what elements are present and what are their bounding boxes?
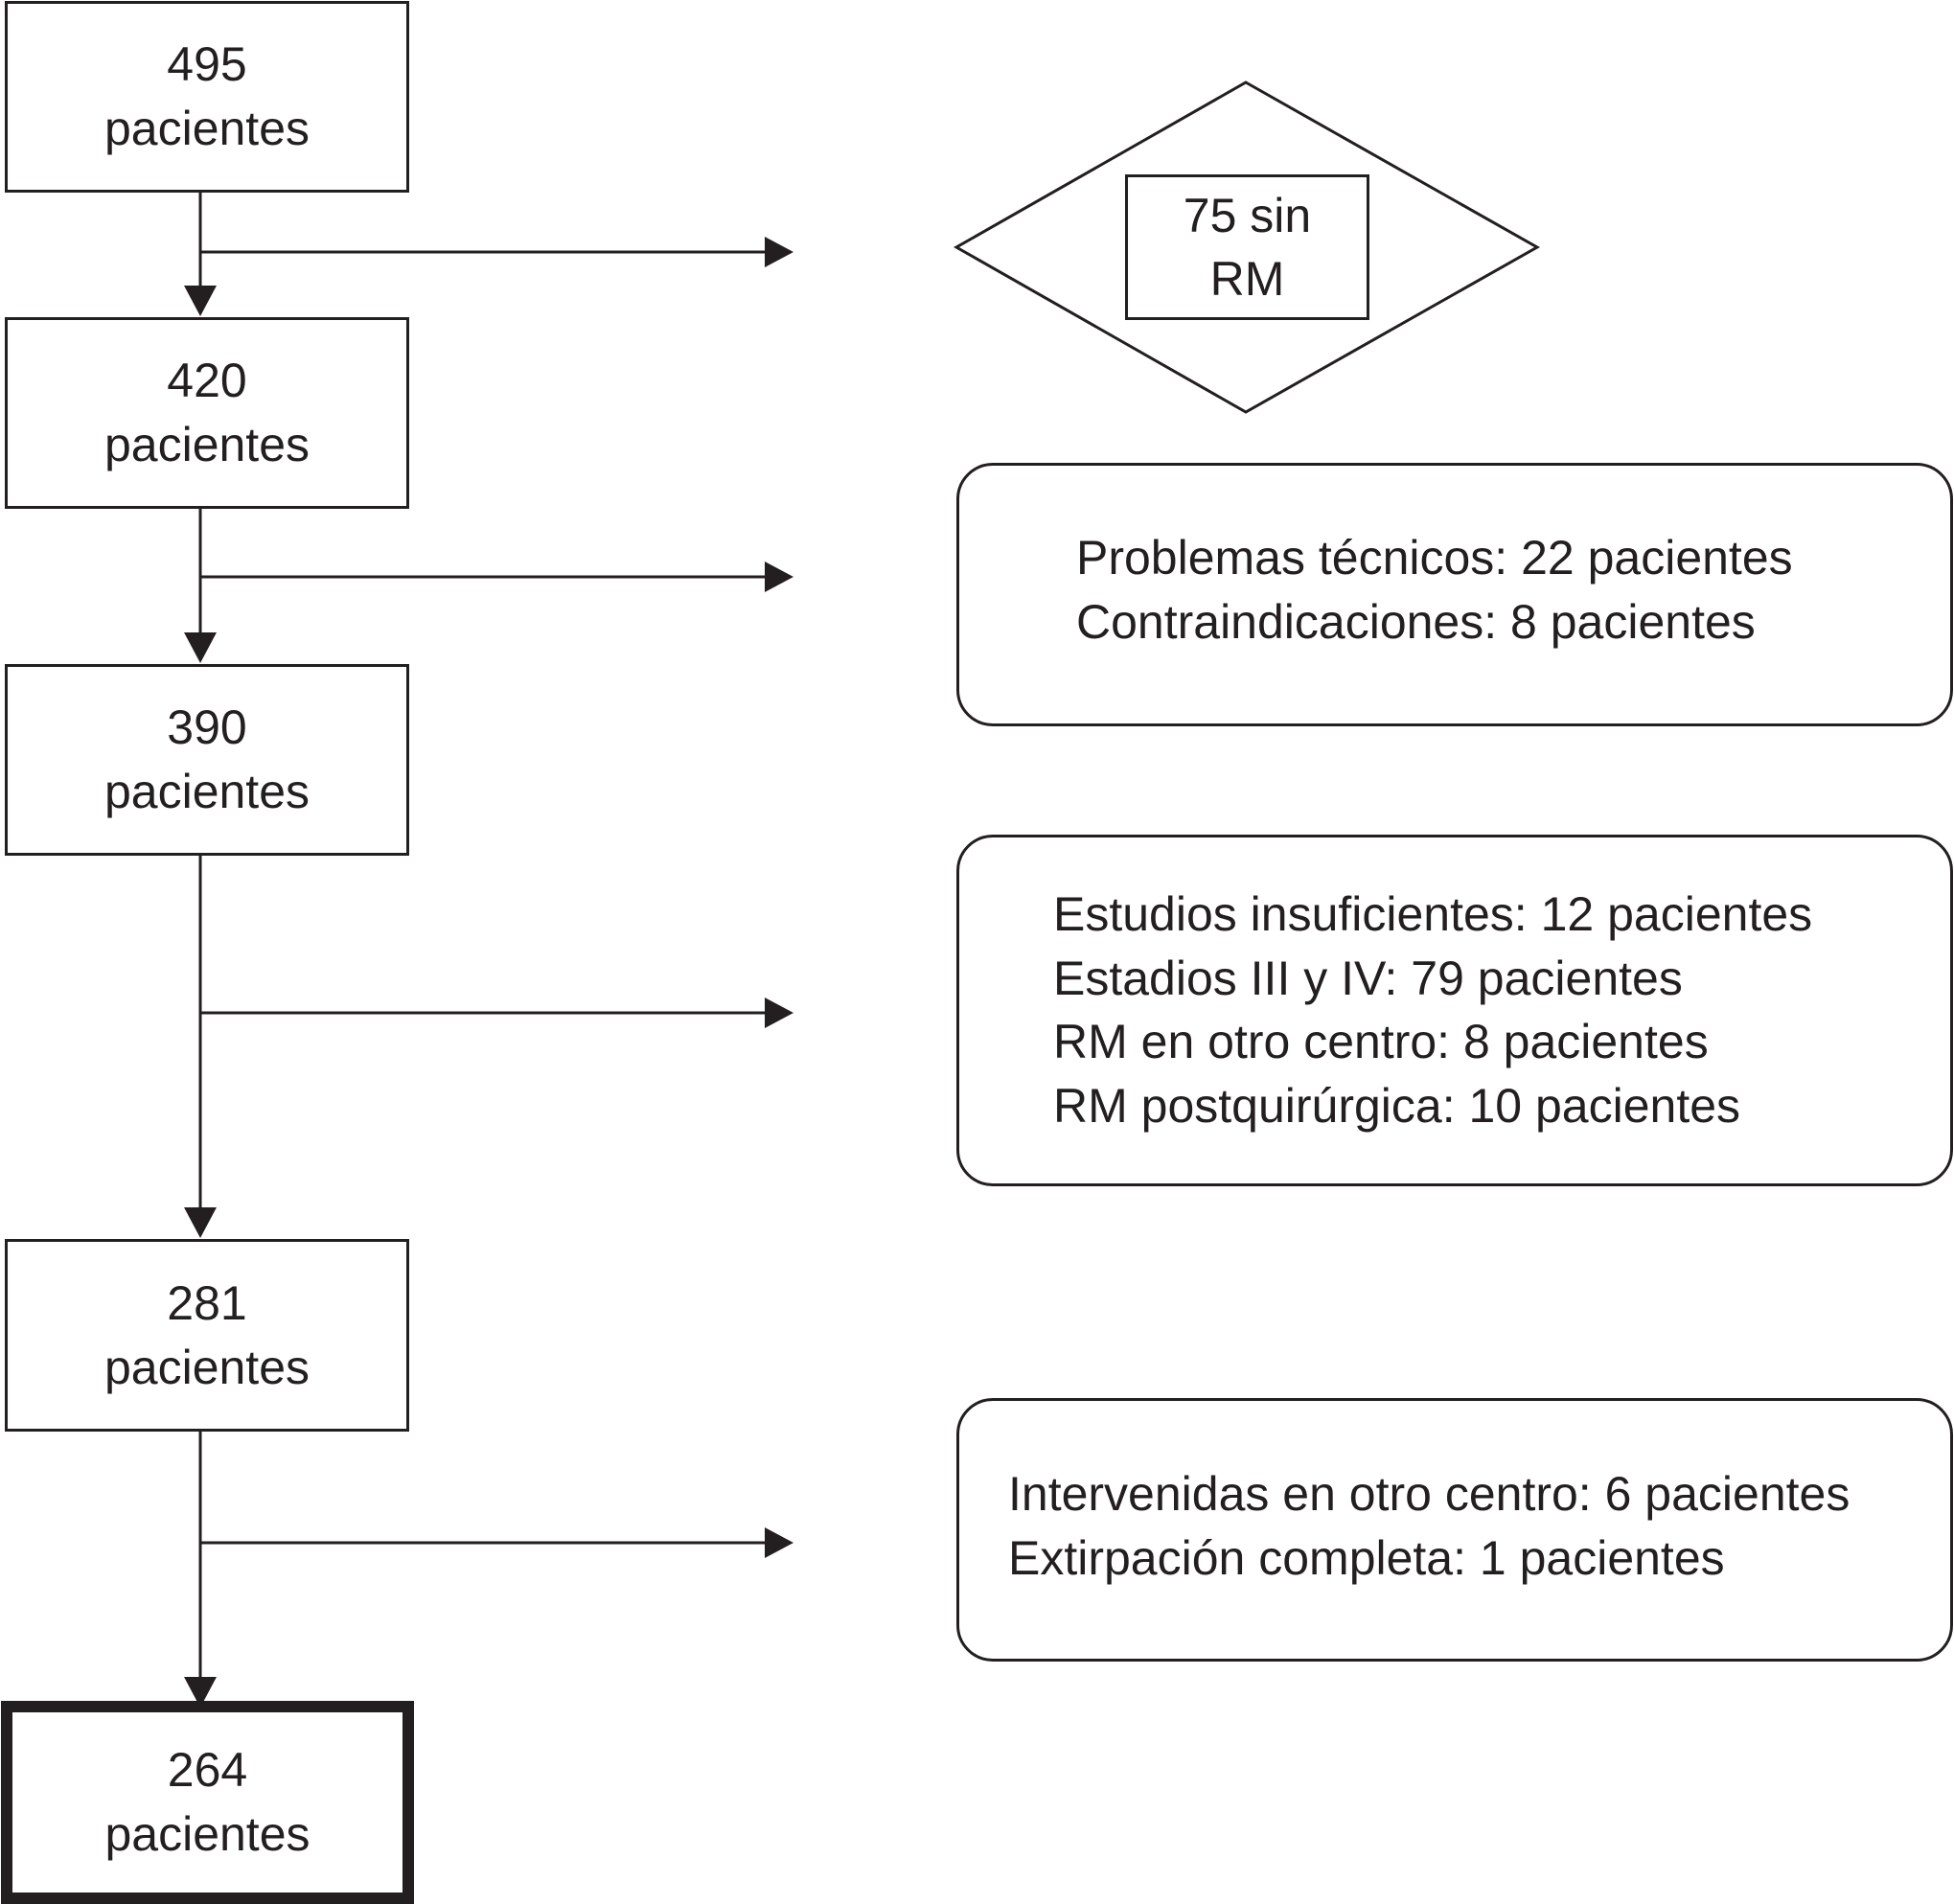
- step-box-4: 281 pacientes: [5, 1239, 409, 1432]
- step-unit: pacientes: [103, 765, 310, 818]
- step-count: 495: [167, 37, 247, 91]
- arrowhead-down-2: [184, 632, 217, 663]
- arrowhead-right-1: [765, 237, 793, 267]
- step-unit: pacientes: [103, 1340, 310, 1394]
- step-unit: pacientes: [104, 1807, 310, 1861]
- step-box-1: 495 pacientes: [5, 1, 409, 193]
- exclusion-line: Contraindicaciones: 8 pacientes: [1076, 595, 1756, 649]
- exclusion-box-2: Estudios insuficientes: 12 pacientes Est…: [956, 835, 1953, 1186]
- exclusion-line: Intervenidas en otro centro: 6 pacientes: [1008, 1467, 1851, 1521]
- diamond-label-line: RM: [1209, 252, 1285, 306]
- step-count: 281: [167, 1275, 247, 1330]
- final-step-box: 264 pacientes: [1, 1701, 414, 1904]
- arrowhead-down-4: [184, 1677, 217, 1708]
- exclusion-line: Problemas técnicos: 22 pacientes: [1076, 531, 1793, 585]
- step-count: 420: [167, 354, 247, 407]
- arrowhead-right-2: [765, 562, 793, 592]
- decision-diamond: [953, 80, 1541, 414]
- arrowhead-down-3: [184, 1207, 217, 1238]
- exclusion-line: Extirpación completa: 1 pacientes: [1008, 1531, 1725, 1585]
- step-box-2: 420 pacientes: [5, 317, 409, 509]
- arrowhead-down-1: [184, 286, 217, 316]
- arrowhead-right-4: [765, 1527, 793, 1558]
- exclusion-box-1: Problemas técnicos: 22 pacientes Contrai…: [956, 463, 1953, 726]
- exclusion-line: Estudios insuficientes: 12 pacientes: [1053, 887, 1813, 941]
- step-unit: pacientes: [103, 102, 310, 155]
- diamond-label-box: 75 sin RM: [1125, 174, 1369, 320]
- step-count: 390: [167, 700, 247, 754]
- exclusion-line: RM postquirúrgica: 10 pacientes: [1053, 1079, 1741, 1133]
- arrowhead-right-3: [765, 998, 793, 1028]
- exclusion-box-3: Intervenidas en otro centro: 6 pacientes…: [956, 1398, 1953, 1662]
- step-unit: pacientes: [103, 418, 310, 471]
- exclusion-line: RM en otro centro: 8 pacientes: [1053, 1015, 1709, 1068]
- step-count: 264: [167, 1743, 248, 1797]
- diamond-label-line: 75 sin: [1183, 189, 1312, 242]
- exclusion-line: Estadios III y IV: 79 pacientes: [1053, 952, 1683, 1005]
- step-box-3: 390 pacientes: [5, 664, 409, 856]
